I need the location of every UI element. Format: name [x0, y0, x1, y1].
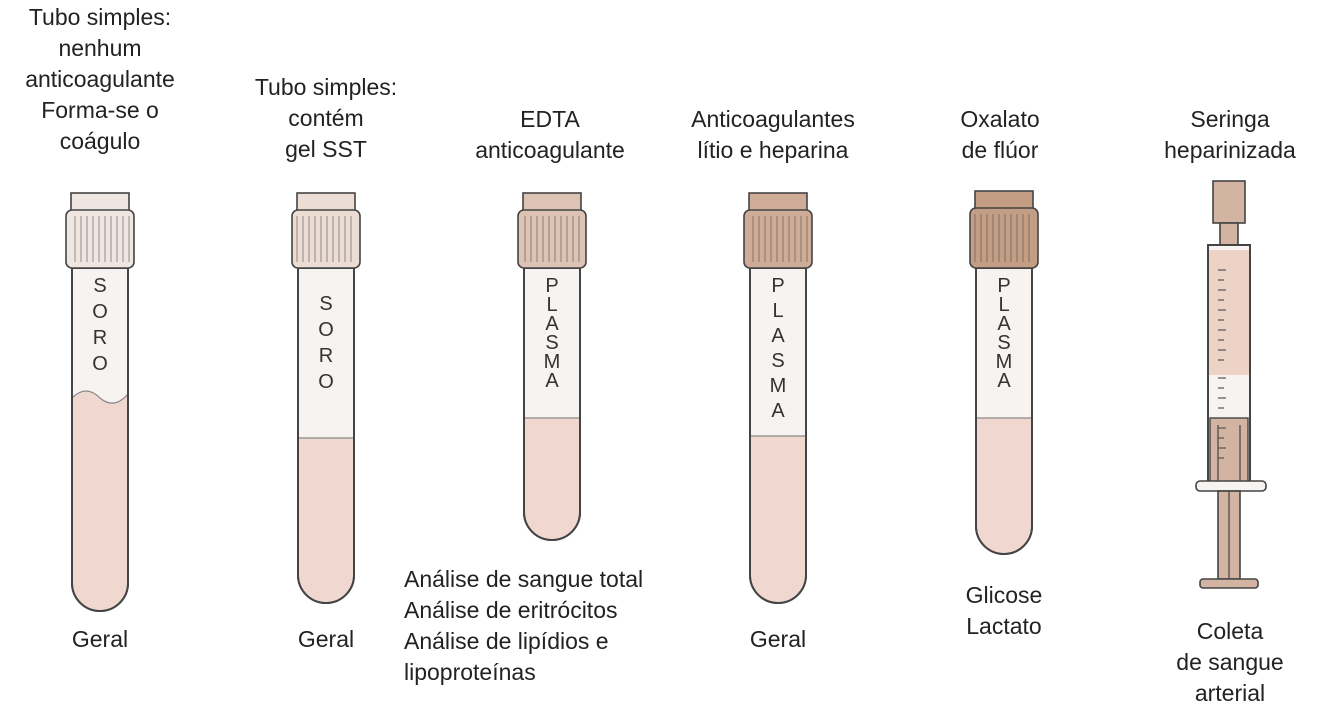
use-line: Geral	[0, 624, 200, 655]
tube-cap-top	[523, 193, 581, 211]
tube-label-letter: O	[318, 319, 334, 341]
use-line: Análise de sangue total	[404, 564, 724, 595]
tube-label-letter: R	[319, 345, 333, 367]
tube-label-letter: A	[771, 400, 785, 422]
tube-liquid	[525, 418, 579, 539]
tube-5: P L A S M A	[970, 191, 1038, 554]
use-line: Coleta	[1140, 616, 1320, 647]
tube-3: P L A S M A	[518, 193, 586, 540]
tube-label-letter: L	[772, 300, 783, 322]
syringe-plunger-tip	[1210, 418, 1248, 488]
tube-liquid	[977, 418, 1031, 553]
tube-1: S O R O	[66, 193, 134, 611]
use-line: arterial	[1140, 678, 1320, 709]
use-line: Análise de eritrócitos	[404, 595, 724, 626]
use-line: de sangue	[1140, 647, 1320, 678]
tube-label-letter: S	[319, 293, 332, 315]
tube-label-letter: O	[318, 371, 334, 393]
syringe-uses: Coleta de sangue arterial	[1140, 616, 1320, 709]
tube-cap-top	[975, 191, 1033, 209]
syringe	[1196, 181, 1266, 588]
use-line: Geral	[226, 624, 426, 655]
syringe-flange	[1196, 481, 1266, 491]
tube-1-uses: Geral	[0, 624, 200, 655]
tube-cap-top	[297, 193, 355, 211]
tube-2-uses: Geral	[226, 624, 426, 655]
tube-cap-top	[749, 193, 807, 211]
syringe-thumb-press	[1200, 579, 1258, 588]
tube-label-letter: A	[771, 325, 785, 347]
tube-label-letter: A	[545, 370, 559, 392]
tube-liquid	[73, 391, 127, 610]
syringe-hub	[1213, 181, 1245, 223]
tube-liquid	[299, 438, 353, 602]
tube-label-letter: O	[92, 353, 108, 375]
tube-label-letter: S	[93, 275, 106, 297]
tube-label-letter: P	[771, 275, 784, 297]
tube-label-letter: O	[92, 301, 108, 323]
use-line: Geral	[678, 624, 878, 655]
tube-label-letter: A	[997, 370, 1011, 392]
use-line: Análise de lipídios e	[404, 626, 724, 657]
tube-2: S O R O	[292, 193, 360, 603]
tube-label-letter: M	[770, 375, 787, 397]
tube-label-letter: R	[93, 327, 107, 349]
tube-4: P L A S M A	[744, 193, 812, 603]
tube-label-letter: S	[771, 350, 784, 372]
tube-cap-top	[71, 193, 129, 211]
use-line: Lactato	[924, 611, 1084, 642]
use-line: Glicose	[924, 580, 1084, 611]
tube-5-uses: Glicose Lactato	[924, 580, 1084, 642]
tube-liquid	[751, 436, 805, 602]
use-line: lipoproteínas	[404, 657, 724, 688]
tube-4-uses: Geral	[678, 624, 878, 655]
tube-3-uses: Análise de sangue total Análise de eritr…	[404, 564, 724, 688]
